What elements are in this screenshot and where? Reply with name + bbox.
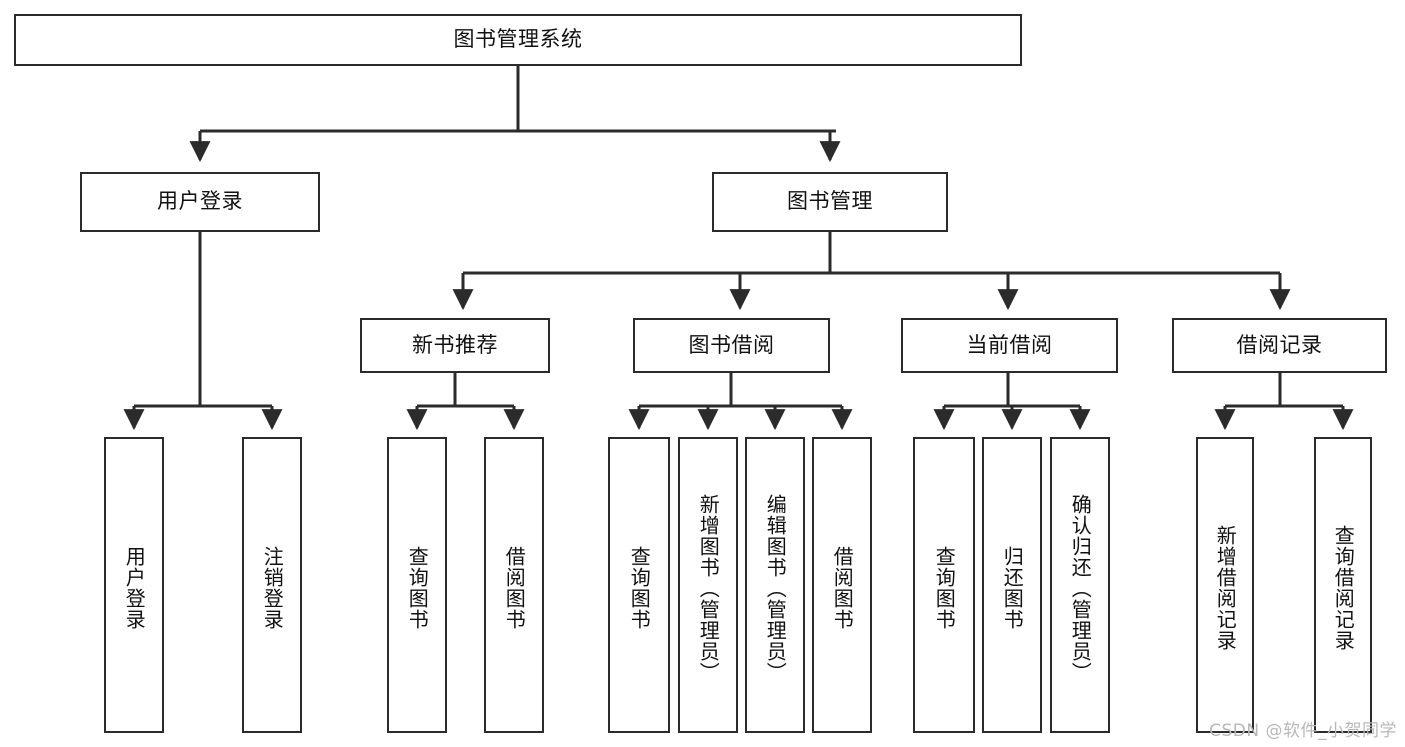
leaf-edit-book-admin[interactable]: 编辑图书（管理员） — [745, 437, 805, 733]
leaf-edit-book-admin-label: 编辑图书（管理员） — [763, 493, 788, 683]
node-root[interactable]: 图书管理系统 — [14, 14, 1022, 66]
leaf-add-book-admin-label: 新增图书（管理员） — [696, 493, 721, 683]
node-new-book-recommend[interactable]: 新书推荐 — [360, 318, 550, 373]
node-user-login-label: 用户登录 — [157, 189, 243, 214]
leaf-return-book-label: 归还图书 — [1000, 546, 1025, 630]
leaf-add-borrow-record[interactable]: 新增借阅记录 — [1196, 437, 1254, 733]
node-book-management-label: 图书管理 — [787, 189, 873, 214]
leaf-query-borrow-record[interactable]: 查询借阅记录 — [1314, 437, 1372, 733]
node-book-borrow[interactable]: 图书借阅 — [633, 318, 830, 373]
leaf-confirm-return-admin-label: 确认归还（管理员） — [1068, 493, 1093, 683]
node-root-label: 图书管理系统 — [453, 27, 583, 52]
leaf-query-borrow-record-label: 查询借阅记录 — [1331, 525, 1356, 651]
leaf-borrow-book-new-label: 借阅图书 — [502, 546, 527, 630]
leaf-user-login-label: 用户登录 — [122, 546, 147, 630]
node-borrow-record-label: 借阅记录 — [1236, 332, 1323, 357]
leaf-query-book-borrow[interactable]: 查询图书 — [608, 437, 670, 733]
node-current-borrow[interactable]: 当前借阅 — [901, 318, 1118, 373]
leaf-logout[interactable]: 注销登录 — [242, 437, 302, 733]
leaf-lend-book[interactable]: 借阅图书 — [812, 437, 872, 733]
leaf-query-book-borrow-label: 查询图书 — [627, 546, 652, 630]
node-book-management[interactable]: 图书管理 — [712, 172, 948, 232]
leaf-return-book[interactable]: 归还图书 — [982, 437, 1042, 733]
node-book-borrow-label: 图书借阅 — [688, 332, 775, 357]
node-new-book-recommend-label: 新书推荐 — [412, 332, 498, 357]
leaf-logout-label: 注销登录 — [260, 546, 285, 630]
leaf-query-book-current[interactable]: 查询图书 — [913, 437, 975, 733]
leaf-confirm-return-admin[interactable]: 确认归还（管理员） — [1050, 437, 1110, 733]
leaf-lend-book-label: 借阅图书 — [830, 546, 855, 630]
leaf-query-book-current-label: 查询图书 — [932, 546, 957, 630]
leaf-query-book-new[interactable]: 查询图书 — [387, 437, 447, 733]
leaf-add-book-admin[interactable]: 新增图书（管理员） — [678, 437, 738, 733]
node-user-login[interactable]: 用户登录 — [80, 172, 320, 232]
leaf-query-book-new-label: 查询图书 — [405, 546, 430, 630]
leaf-add-borrow-record-label: 新增借阅记录 — [1213, 525, 1238, 651]
node-borrow-record[interactable]: 借阅记录 — [1172, 318, 1387, 373]
leaf-user-login[interactable]: 用户登录 — [104, 437, 164, 733]
node-current-borrow-label: 当前借阅 — [966, 332, 1053, 357]
leaf-borrow-book-new[interactable]: 借阅图书 — [484, 437, 544, 733]
